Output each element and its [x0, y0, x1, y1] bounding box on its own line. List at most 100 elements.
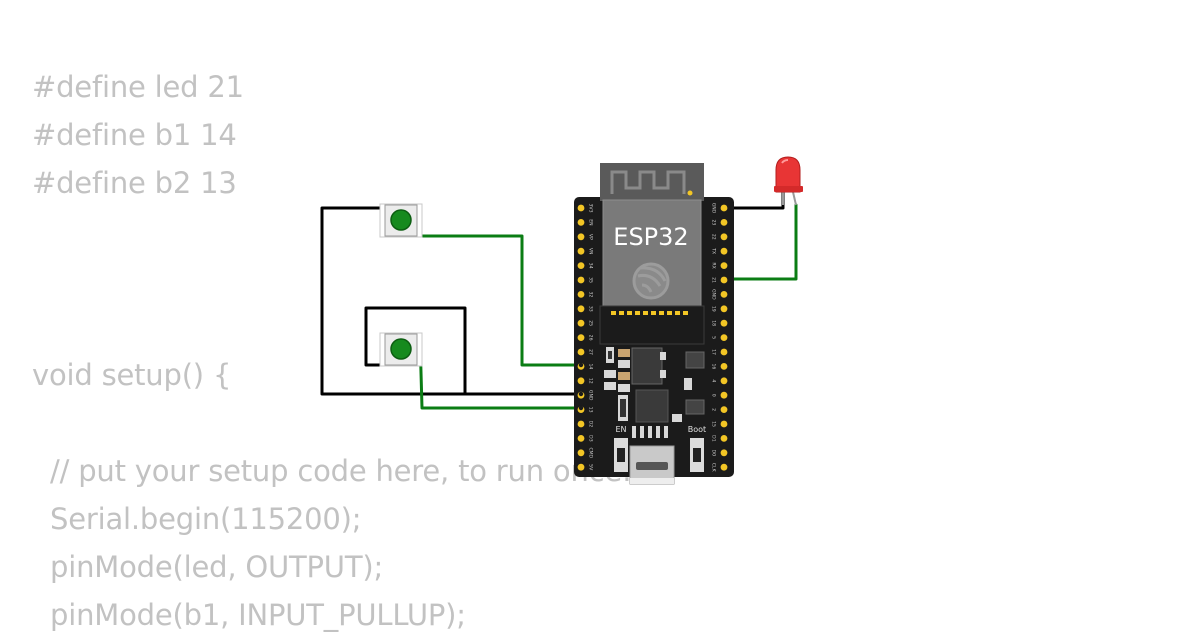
left-pin-cmd[interactable]: [577, 449, 585, 457]
left-pin-label: 34: [588, 263, 594, 269]
left-pin-label: 33: [588, 306, 594, 312]
right-pin-gnd[interactable]: [720, 204, 728, 212]
push-button-1[interactable]: [379, 203, 423, 238]
left-pin-label: 14: [588, 363, 594, 369]
right-pin-label: 21: [711, 277, 717, 283]
wire-button2-gpio13: [418, 335, 582, 410]
usb-uart-chip: [635, 389, 669, 423]
right-pin-2[interactable]: [720, 406, 728, 413]
right-pin-19[interactable]: [720, 305, 728, 313]
left-pin-label: 3V3: [588, 204, 594, 213]
right-pin-clk[interactable]: [720, 463, 728, 471]
left-pin-label: 27: [588, 349, 594, 355]
wifi-antenna: [600, 163, 704, 201]
left-pin-5v[interactable]: [577, 463, 585, 471]
left-pin-12[interactable]: [577, 377, 585, 385]
left-header-pins: 3V3ENVPVN343532332526271412GND13D2D3CMD5…: [577, 204, 727, 471]
right-pin-label: 16: [711, 363, 717, 369]
wire-button1-gpio14: [416, 234, 582, 367]
right-pin-18[interactable]: [720, 319, 728, 327]
right-pin-16[interactable]: [720, 363, 728, 370]
left-pin-label: 35: [588, 277, 594, 283]
right-pin-label: 0: [711, 394, 717, 397]
right-pin-22[interactable]: [720, 233, 728, 241]
boot-label: Boot: [688, 425, 706, 434]
right-pin-label: D1: [711, 435, 717, 442]
left-pin-27[interactable]: [577, 348, 585, 356]
push-button-2[interactable]: [379, 332, 423, 367]
left-pin-label: VP: [588, 234, 594, 240]
wire-button1-gnd: [320, 206, 582, 396]
right-pin-label: 15: [711, 421, 717, 427]
boot-button[interactable]: [690, 438, 704, 472]
left-pin-34[interactable]: [577, 262, 585, 269]
right-pin-label: D0: [711, 450, 717, 457]
wire-junction: [578, 405, 584, 411]
right-pin-d0[interactable]: [720, 449, 728, 457]
left-pin-d2[interactable]: [577, 420, 585, 428]
wire-led-gpio21: [722, 203, 798, 281]
esp32-board: ESP32: [574, 163, 734, 485]
right-pin-label: GND: [711, 203, 717, 214]
right-pin-label: 4: [711, 379, 717, 382]
right-pin-0[interactable]: [720, 391, 728, 399]
button-cap-2[interactable]: [390, 338, 412, 360]
right-pin-label: GND: [711, 289, 717, 300]
en-label: EN: [615, 425, 626, 434]
button-cap-1[interactable]: [390, 209, 412, 231]
left-pin-label: 12: [588, 378, 594, 384]
left-pin-label: 13: [588, 407, 594, 413]
left-pin-label: 32: [588, 291, 594, 297]
right-pin-4[interactable]: [720, 377, 728, 385]
left-pin-label: 5V: [588, 464, 594, 471]
left-pin-vn[interactable]: [577, 247, 585, 255]
right-pin-gnd[interactable]: [720, 291, 728, 298]
right-pin-label: 5: [711, 336, 717, 339]
right-pin-label: CLK: [711, 463, 717, 473]
esp32-label: ESP32: [613, 223, 688, 251]
right-pin-15[interactable]: [720, 420, 728, 428]
right-pin-label: 17: [711, 349, 717, 355]
left-pin-32[interactable]: [577, 291, 585, 298]
right-pin-label: 22: [711, 234, 717, 240]
left-pin-33[interactable]: [577, 305, 585, 313]
left-pin-label: EN: [588, 219, 594, 225]
wire-junction: [578, 391, 584, 397]
smd-components: [604, 347, 705, 438]
right-pin-23[interactable]: [720, 219, 728, 226]
left-pin-label: D2: [588, 421, 594, 428]
right-pin-5[interactable]: [720, 334, 728, 341]
red-led[interactable]: [774, 156, 803, 206]
wire-button2-gnd: [364, 306, 467, 396]
right-pin-tx[interactable]: [720, 247, 728, 255]
right-pin-d1[interactable]: [720, 435, 728, 442]
right-pin-label: TX: [711, 247, 717, 254]
right-pin-label: 23: [711, 219, 717, 225]
en-button[interactable]: [614, 438, 628, 472]
left-pin-label: 26: [588, 335, 594, 341]
espressif-logo-icon: [632, 262, 670, 300]
wire-junction: [578, 362, 584, 368]
left-pin-en[interactable]: [577, 219, 585, 226]
right-pin-label: 18: [711, 320, 717, 326]
left-pin-label: CMD: [588, 447, 594, 458]
left-pin-label: GND: [588, 390, 594, 401]
right-pin-label: 2: [711, 408, 717, 411]
micro-usb-port: [629, 445, 675, 485]
left-pin-35[interactable]: [577, 276, 585, 284]
left-pin-d3[interactable]: [577, 435, 585, 442]
left-pin-3v3[interactable]: [577, 204, 585, 212]
left-pin-label: D3: [588, 435, 594, 442]
left-pin-25[interactable]: [577, 319, 585, 327]
right-pin-rx[interactable]: [720, 262, 728, 269]
left-pin-label: 25: [588, 320, 594, 326]
right-pin-label: 19: [711, 306, 717, 312]
right-pin-label: RX: [711, 262, 717, 268]
left-pin-label: VN: [588, 248, 594, 255]
left-pin-vp[interactable]: [577, 233, 585, 241]
right-pin-17[interactable]: [720, 348, 728, 356]
left-pin-26[interactable]: [577, 334, 585, 341]
right-pin-21[interactable]: [720, 276, 728, 284]
